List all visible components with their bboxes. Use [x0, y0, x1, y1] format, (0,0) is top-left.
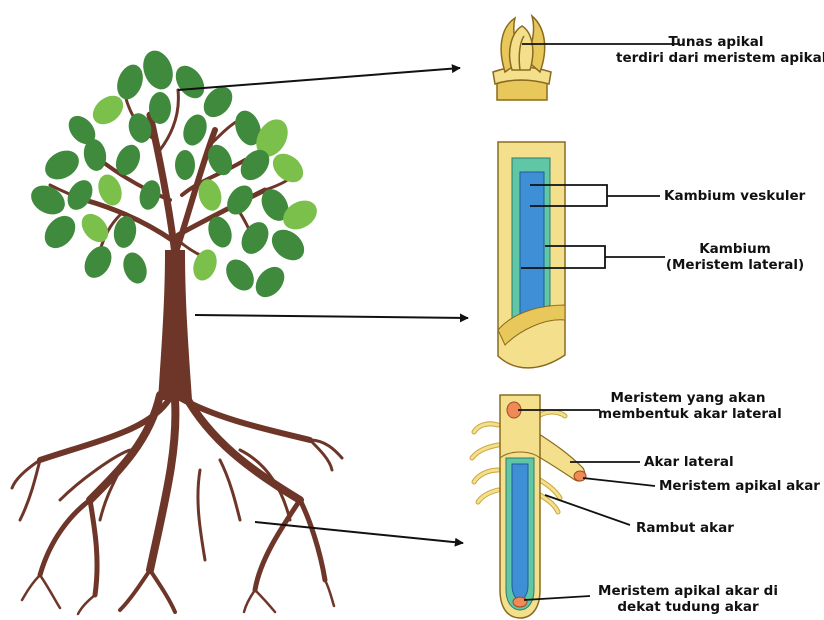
label-lateral-meristem: Kambium (Meristem lateral) [660, 241, 810, 273]
tree-trunk [158, 250, 192, 400]
label-root-cap-meristem: Meristem apikal akar di dekat tudung aka… [588, 583, 788, 615]
label-kambium-title: Kambium [660, 241, 810, 257]
label-vascular-cambium: Kambium veskuler [664, 188, 805, 204]
root-tip-illustration [472, 395, 586, 618]
pointer-arrows [178, 68, 468, 543]
label-apical-bud-subtitle: terdiri dari meristem apikal [616, 50, 816, 66]
label-lateral-root-meristem-line2: membentuk akar lateral [598, 406, 778, 422]
label-kambium-subtitle: (Meristem lateral) [660, 257, 810, 273]
label-root-hair: Rambut akar [636, 520, 734, 536]
tree-roots [12, 395, 342, 614]
label-lateral-root-meristem-line1: Meristem yang akan [598, 390, 778, 406]
apical-bud-illustration [493, 16, 551, 100]
label-apical-bud-title: Tunas apikal [616, 34, 816, 50]
label-root-cap-meristem-line2: dekat tudung akar [588, 599, 788, 615]
label-apical-bud: Tunas apikal terdiri dari meristem apika… [616, 34, 816, 66]
label-root-apical-meristem: Meristem apikal akar [659, 478, 820, 494]
stem-section-illustration [498, 142, 565, 368]
label-lateral-root-meristem: Meristem yang akan membentuk akar latera… [598, 390, 778, 422]
tree-illustration [12, 46, 342, 614]
label-lateral-root: Akar lateral [644, 454, 734, 470]
label-root-cap-meristem-line1: Meristem apikal akar di [588, 583, 788, 599]
